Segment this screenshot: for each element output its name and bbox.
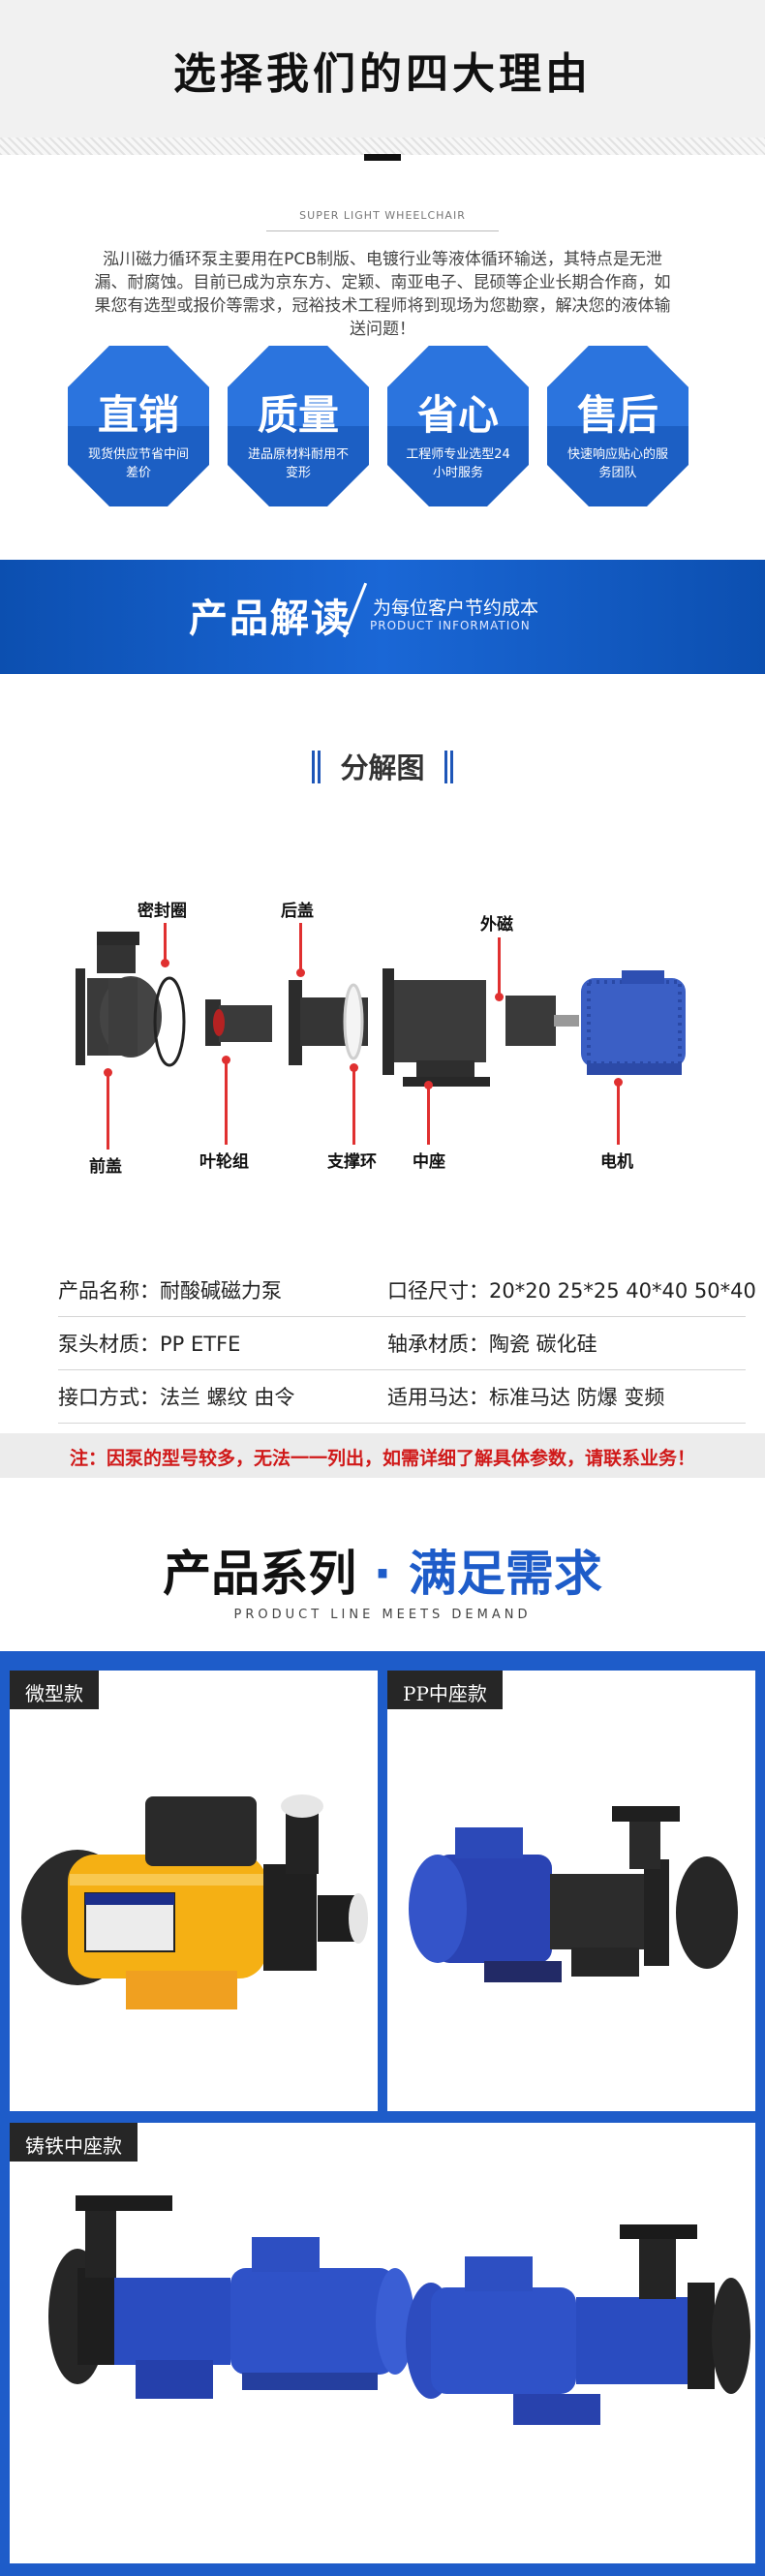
pointer-line [164,923,167,962]
spec-right: 口径尺寸：20*20 25*25 40*40 50*40 [387,1279,756,1303]
label-motor: 电机 [600,1152,633,1172]
spec-row: 产品名称：耐酸碱磁力泵 口径尺寸：20*20 25*25 40*40 50*40 [58,1264,756,1317]
spec-right: 轴承材质：陶瓷 碳化硅 [387,1333,597,1356]
reason-badge-direct-sale: 直销 现货供应节省中间差价 [66,344,211,508]
panel-micro: 微型款 [10,1671,378,2111]
front-cover-part [76,932,162,1065]
seal-ring-part [153,976,186,1067]
impeller-part [205,999,272,1046]
title-underline [364,154,401,161]
pointer-line [617,1082,620,1145]
motor-part [581,970,686,1075]
series-frame: 微型款 PP中座款 [0,1651,765,2576]
banner-title: 产品解读 [189,597,352,641]
pump-parts-illustration [76,932,686,1087]
pointer-line [427,1085,430,1145]
octagon-badge-icon [68,346,209,506]
spec-left: 泵头材质：PP ETFE [58,1333,241,1356]
exploded-diagram: 密封圈 后盖 外磁 前盖 叶轮组 支撑环 中座 电机 [58,872,736,1201]
banner-subtitle: 为每位客户节约成本 [373,598,539,619]
label-support-ring: 支撑环 [327,1152,377,1172]
reason-badge-worry-free: 省心 工程师专业选型24小时服务 [385,344,531,508]
reason-badge-after-sales: 售后 快速响应贴心的服务团队 [545,344,690,508]
banner-subtitle-en: PRODUCT INFORMATION [370,619,531,632]
spec-left: 产品名称：耐酸碱磁力泵 [58,1279,282,1303]
contact-notice: 注：因泵的型号较多，无法一一列出，如需详细了解具体参数，请联系业务！ [0,1433,765,1478]
spec-divider [58,1316,746,1317]
title-bracket-left [318,751,321,783]
series-title: 产品系列 · 满足需求 [0,1535,765,1605]
title-bracket-right [444,751,447,783]
spec-left: 接口方式：法兰 螺纹 由令 [58,1386,295,1409]
label-seal-ring: 密封圈 [138,902,187,921]
subtitle-divider [266,230,499,231]
reason-sub-text: 现货供应节省中间差价 [87,447,189,480]
mid-seat-part [382,968,490,1087]
spec-divider [58,1369,746,1370]
octagon-badge-icon [387,346,529,506]
reasons-subtitle-en: SUPER LIGHT WHEELCHAIR [299,209,466,222]
series-title-dot: · [373,1546,392,1602]
label-outer-magnet: 外磁 [480,915,513,935]
pp-pump-image [409,1806,738,1982]
reason-sub-text: 工程师专业选型24小时服务 [406,447,510,480]
stripe-divider [0,138,765,155]
pointer-line [107,1072,109,1150]
reason-main-text: 直销 [97,391,179,439]
reasons-description: 泓川磁力循环泵主要用在PCB制版、电镀行业等液体循环输送，其特点是无泄漏、耐腐蚀… [94,250,671,339]
exploded-view-title: 分解图 [340,751,425,784]
panel-cast-iron-mid-seat: 铸铁中座款 [10,2123,755,2563]
title-bracket-right [450,751,453,783]
spec-right: 适用马达：标准马达 防爆 变频 [387,1386,665,1409]
label-rear-cover: 后盖 [281,902,314,921]
reason-main-text: 省心 [416,391,499,439]
spec-row: 接口方式：法兰 螺纹 由令 适用马达：标准马达 防爆 变频 [58,1370,746,1424]
spec-row: 泵头材质：PP ETFE 轴承材质：陶瓷 碳化硅 [58,1317,746,1370]
reason-badges: 直销 现货供应节省中间差价 质量 进品原材料耐用不变形 省心 工程师专业选型24… [66,344,705,518]
reason-main-text: 质量 [257,391,339,439]
octagon-badge-icon [228,346,369,506]
octagon-badge-icon [547,346,688,506]
notice-text: 注：因泵的型号较多，无法一一列出，如需详细了解具体参数，请联系业务！ [69,1448,695,1469]
reason-badge-quality: 质量 进品原材料耐用不变形 [226,344,371,508]
label-front-cover: 前盖 [89,1157,122,1177]
micro-pump-image [21,1794,368,2009]
pointer-dot [495,993,504,1001]
reason-sub-text: 进品原材料耐用不变形 [247,447,349,480]
panel-tag: 铸铁中座款 [10,2123,138,2162]
outer-magnet-part [505,996,579,1046]
series-subtitle-en: PRODUCT LINE MEETS DEMAND [233,1608,532,1622]
pointer-dot [161,959,169,967]
label-mid-seat: 中座 [413,1152,445,1172]
panel-pp-mid-seat: PP中座款 [387,1671,755,2111]
cast-iron-pumps-image [48,2195,750,2425]
label-impeller: 叶轮组 [199,1152,249,1172]
spec-divider [58,1423,746,1424]
pointer-dot [296,968,305,977]
pointer-line [225,1059,228,1145]
title-bracket-left [312,751,315,783]
product-info-banner: 产品解读 为每位客户节约成本 PRODUCT INFORMATION [0,560,765,674]
pointer-line [352,1067,355,1145]
series-title-part1: 产品系列 [163,1546,357,1602]
reason-sub-text: 快速响应贴心的服务团队 [566,447,668,480]
panel-tag: 微型款 [10,1671,99,1709]
support-ring-part [343,983,364,1060]
reason-main-text: 售后 [576,391,658,439]
reasons-header: 选择我们的四大理由 [0,0,765,155]
panel-tag: PP中座款 [387,1671,503,1709]
reasons-title: 选择我们的四大理由 [173,49,592,99]
series-title-part2: 满足需求 [408,1546,602,1602]
pointer-line [299,923,302,971]
pointer-line [498,937,501,996]
